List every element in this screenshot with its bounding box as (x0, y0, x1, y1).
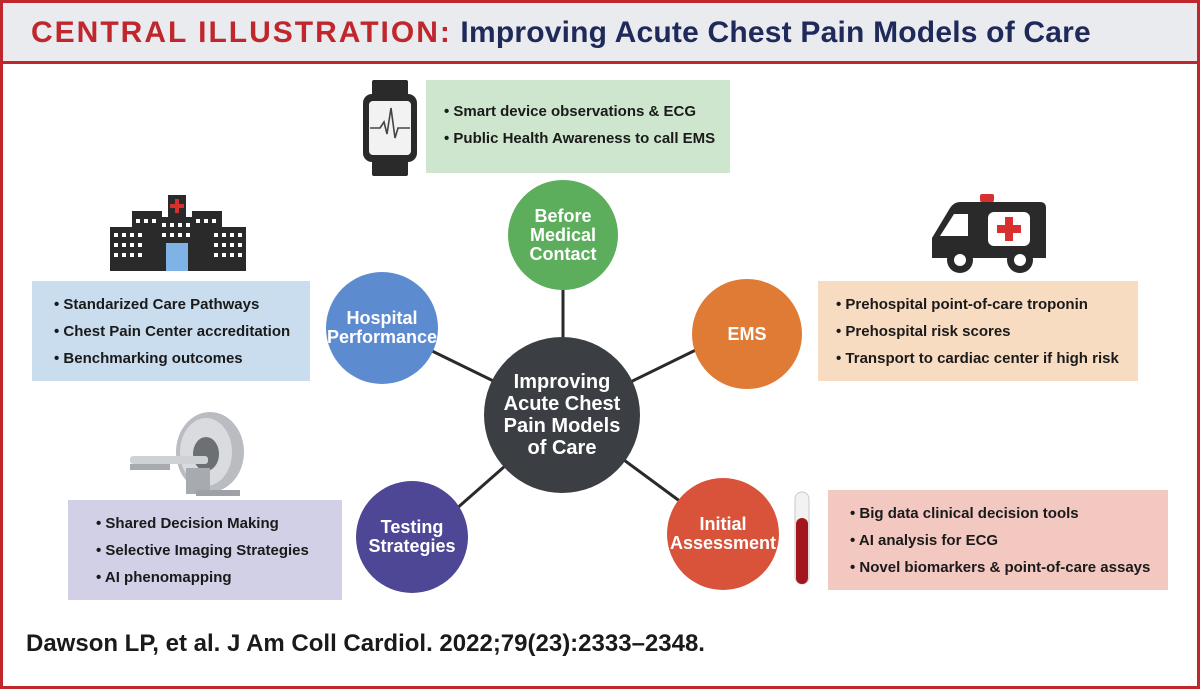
list-item: AI analysis for ECG (850, 527, 1156, 554)
list-item: Smart device observations & ECG (444, 98, 718, 125)
list-item: Benchmarking outcomes (54, 345, 298, 372)
node-initial-assessment: Initial Assessment (667, 478, 779, 590)
node-testing-strategies: Testing Strategies (356, 481, 468, 593)
list-item: Novel biomarkers & point-of-care assays (850, 554, 1156, 581)
ambulance-icon (932, 194, 1046, 273)
citation: Dawson LP, et al. J Am Coll Cardiol. 202… (26, 630, 705, 657)
list-item: Selective Imaging Strategies (96, 537, 330, 564)
node-ems: EMS (692, 279, 802, 389)
header-label: CENTRAL ILLUSTRATION: (31, 16, 452, 49)
list-item: Prehospital risk scores (836, 318, 1126, 345)
list-item: Public Health Awareness to call EMS (444, 125, 718, 152)
header-title: Improving Acute Chest Pain Models of Car… (460, 16, 1091, 49)
box-initial-assessment: Big data clinical decision tools AI anal… (828, 490, 1168, 590)
list-item: Big data clinical decision tools (850, 500, 1156, 527)
list-item: Transport to cardiac center if high risk (836, 345, 1126, 372)
hospital-building-icon (110, 195, 246, 271)
center-circle: Improving Acute Chest Pain Models of Car… (484, 337, 640, 493)
node-hospital-performance: Hospital Performance (326, 272, 438, 384)
smartwatch-ecg-icon (363, 80, 417, 176)
list-item: AI phenomapping (96, 564, 330, 591)
box-before-medical-contact: Smart device observations & ECG Public H… (426, 80, 730, 173)
list-item: Shared Decision Making (96, 510, 330, 537)
node-before-medical-contact: Before Medical Contact (508, 180, 618, 290)
box-hospital-performance: Standarized Care Pathways Chest Pain Cen… (32, 281, 310, 381)
header-bar: CENTRAL ILLUSTRATION: Improving Acute Ch… (3, 3, 1197, 64)
list-item: Chest Pain Center accreditation (54, 318, 298, 345)
page-title: CENTRAL ILLUSTRATION: Improving Acute Ch… (31, 16, 1091, 50)
box-testing-strategies: Shared Decision Making Selective Imaging… (68, 500, 342, 600)
blood-test-tube-icon (794, 491, 810, 585)
list-item: Standarized Care Pathways (54, 291, 298, 318)
list-item: Prehospital point-of-care troponin (836, 291, 1126, 318)
ct-scanner-icon (130, 412, 244, 496)
box-ems: Prehospital point-of-care troponin Preho… (818, 281, 1138, 381)
